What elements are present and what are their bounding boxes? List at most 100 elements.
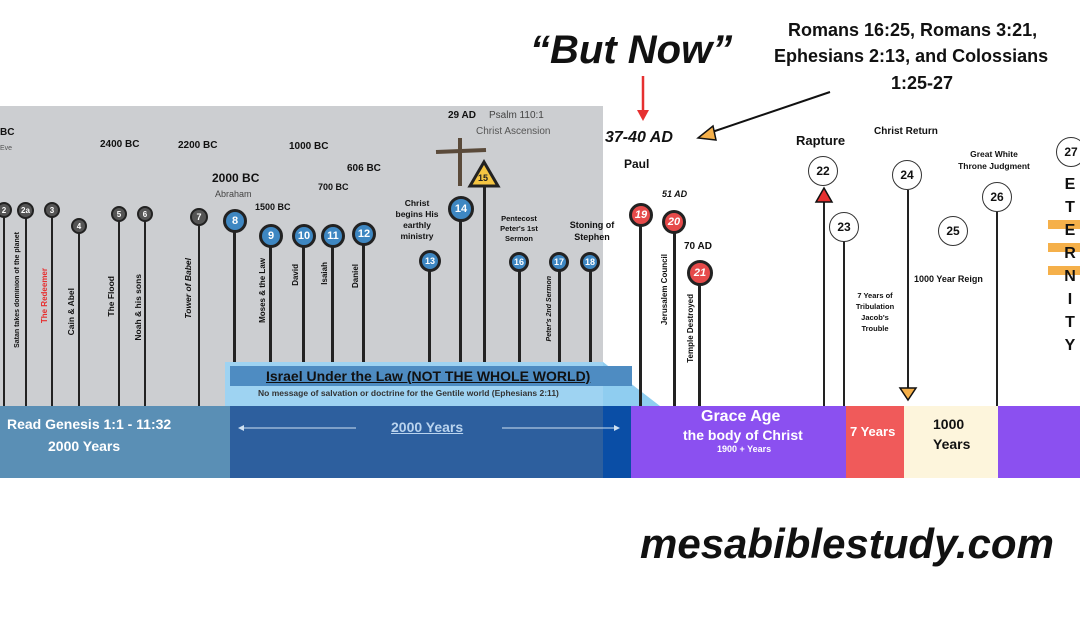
label-satan: Satan takes dominion of the planet bbox=[14, 232, 21, 348]
reference-line-2: Ephesians 2:13, and Colossians bbox=[774, 46, 1049, 66]
label-christ-ministry-3: earthly bbox=[403, 220, 431, 230]
label-tribulation-1: 7 Years of bbox=[857, 291, 893, 300]
label-tribulation-4: Trouble bbox=[861, 324, 889, 333]
line-16 bbox=[518, 268, 521, 362]
line-7 bbox=[198, 222, 200, 406]
label-jerusalem-council: Jerusalem Council bbox=[660, 254, 669, 326]
marker-17: 17 bbox=[549, 252, 569, 272]
marker-27: 27 bbox=[1056, 137, 1080, 167]
line-5 bbox=[118, 220, 120, 406]
line-21 bbox=[698, 282, 701, 406]
marker-22: 22 bbox=[808, 156, 838, 186]
label-stoning-1: Stoning of bbox=[569, 220, 615, 230]
date-2000bc: 2000 BC bbox=[212, 171, 260, 185]
eternity-highlight-1 bbox=[1048, 220, 1080, 229]
label-daniel: Daniel bbox=[351, 264, 360, 289]
marker-6: 6 bbox=[137, 206, 153, 222]
israel-segment bbox=[230, 406, 603, 478]
marker-18: 18 bbox=[580, 252, 600, 272]
line-26 bbox=[996, 212, 998, 406]
eternity-letter-1: E bbox=[1064, 176, 1076, 193]
eternity-letter-4: R bbox=[1064, 245, 1076, 262]
label-moses: Moses & the Law bbox=[258, 258, 267, 323]
date-bc-edge: BC bbox=[0, 127, 15, 138]
label-gwt-2: Throne Judgment bbox=[958, 161, 1030, 171]
eternity-letter-6: I bbox=[1067, 291, 1073, 308]
marker-23: 23 bbox=[829, 212, 859, 242]
label-flood: The Flood bbox=[106, 276, 116, 317]
eternity-highlight-3 bbox=[1048, 266, 1080, 275]
label-pentecost-2: Peter's 1st bbox=[500, 224, 538, 233]
law-era-panel bbox=[0, 106, 603, 406]
tribulation-segment bbox=[846, 406, 904, 478]
marker-14: 14 bbox=[448, 196, 474, 222]
line-18 bbox=[589, 268, 592, 362]
israel-subtitle: No message of salvation or doctrine for … bbox=[258, 388, 559, 398]
label-christ-ministry-2: begins His bbox=[395, 209, 439, 219]
date-29ad: 29 AD bbox=[448, 110, 476, 121]
marker-24: 24 bbox=[892, 160, 922, 190]
line-11 bbox=[331, 240, 334, 362]
israel-box bbox=[225, 362, 635, 406]
label-tribulation-3: Jacob's bbox=[861, 313, 889, 322]
line-15 bbox=[483, 186, 486, 362]
label-christ-return: Christ Return bbox=[874, 126, 938, 137]
band-thousand-years: Years bbox=[933, 436, 971, 452]
eternity-segment bbox=[998, 406, 1080, 478]
line-14 bbox=[459, 216, 462, 362]
label-christ-ministry-1: Christ bbox=[404, 198, 430, 208]
label-redeemer: The Redeemer bbox=[40, 268, 49, 324]
paul-label: Paul bbox=[624, 157, 650, 171]
label-rapture: Rapture bbox=[796, 133, 846, 148]
line-12 bbox=[362, 240, 365, 362]
marker-7: 7 bbox=[190, 208, 208, 226]
marker-5: 5 bbox=[111, 206, 127, 222]
label-tribulation: 7 Years of Tribulation Jacob's Trouble bbox=[846, 290, 904, 334]
but-now-title: “But Now” bbox=[530, 28, 733, 72]
band-grace-sub: the body of Christ bbox=[683, 427, 803, 443]
return-arrow-head bbox=[898, 387, 918, 402]
label-gwt-1: Great White bbox=[970, 149, 1018, 159]
label-peter-2nd: Peter's 2nd Sermon bbox=[546, 276, 553, 342]
genesis-segment bbox=[0, 406, 230, 478]
timeline-band bbox=[0, 406, 1080, 478]
reference-line-3: 1:25-27 bbox=[891, 73, 954, 93]
date-51ad: 51 AD bbox=[662, 189, 688, 199]
line-20 bbox=[673, 230, 676, 406]
line-rapture bbox=[823, 200, 825, 406]
marker-9: 9 bbox=[259, 224, 283, 248]
label-tribulation-2: Tribulation bbox=[855, 302, 895, 311]
label-christ-ministry-4: ministry bbox=[400, 231, 434, 241]
line-6 bbox=[144, 220, 146, 406]
label-stoning-2: Stephen bbox=[574, 232, 610, 242]
ascension-triangle bbox=[467, 159, 501, 188]
date-1000bc: 1000 BC bbox=[289, 141, 329, 152]
reference-arrow-head bbox=[696, 124, 717, 141]
label-pentecost-1: Pentecost bbox=[501, 214, 537, 223]
band-grace-title: Grace Age bbox=[701, 408, 781, 425]
marker-2: 2 bbox=[0, 202, 12, 218]
but-now-arrow-head bbox=[637, 110, 649, 121]
marker-26: 26 bbox=[982, 182, 1012, 212]
marker-16: 16 bbox=[509, 252, 529, 272]
line-23 bbox=[843, 240, 845, 406]
site-url[interactable]: mesabiblestudy.com bbox=[640, 520, 1054, 567]
marker-12: 12 bbox=[352, 222, 376, 246]
date-606bc: 606 BC bbox=[347, 163, 381, 174]
marker-8: 8 bbox=[223, 209, 247, 233]
date-2200bc: 2200 BC bbox=[178, 140, 218, 151]
label-christ-ministry: Christ begins His earthly ministry bbox=[394, 198, 440, 242]
marker-11: 11 bbox=[321, 224, 345, 248]
marker-21: 21 bbox=[687, 260, 713, 286]
line-2 bbox=[3, 214, 5, 406]
line-9 bbox=[269, 240, 272, 362]
transition-segment bbox=[603, 406, 631, 478]
rapture-arrow-head bbox=[814, 186, 834, 203]
label-reign: 1000 Year Reign bbox=[914, 274, 983, 284]
marker-20: 20 bbox=[662, 210, 686, 234]
label-noah: Noah & his sons bbox=[133, 274, 143, 341]
marker-2a: 2a bbox=[17, 202, 34, 219]
marker-10: 10 bbox=[292, 224, 316, 248]
label-david: David bbox=[291, 264, 300, 286]
label-temple-destroyed: Temple Destroyed bbox=[686, 294, 695, 363]
